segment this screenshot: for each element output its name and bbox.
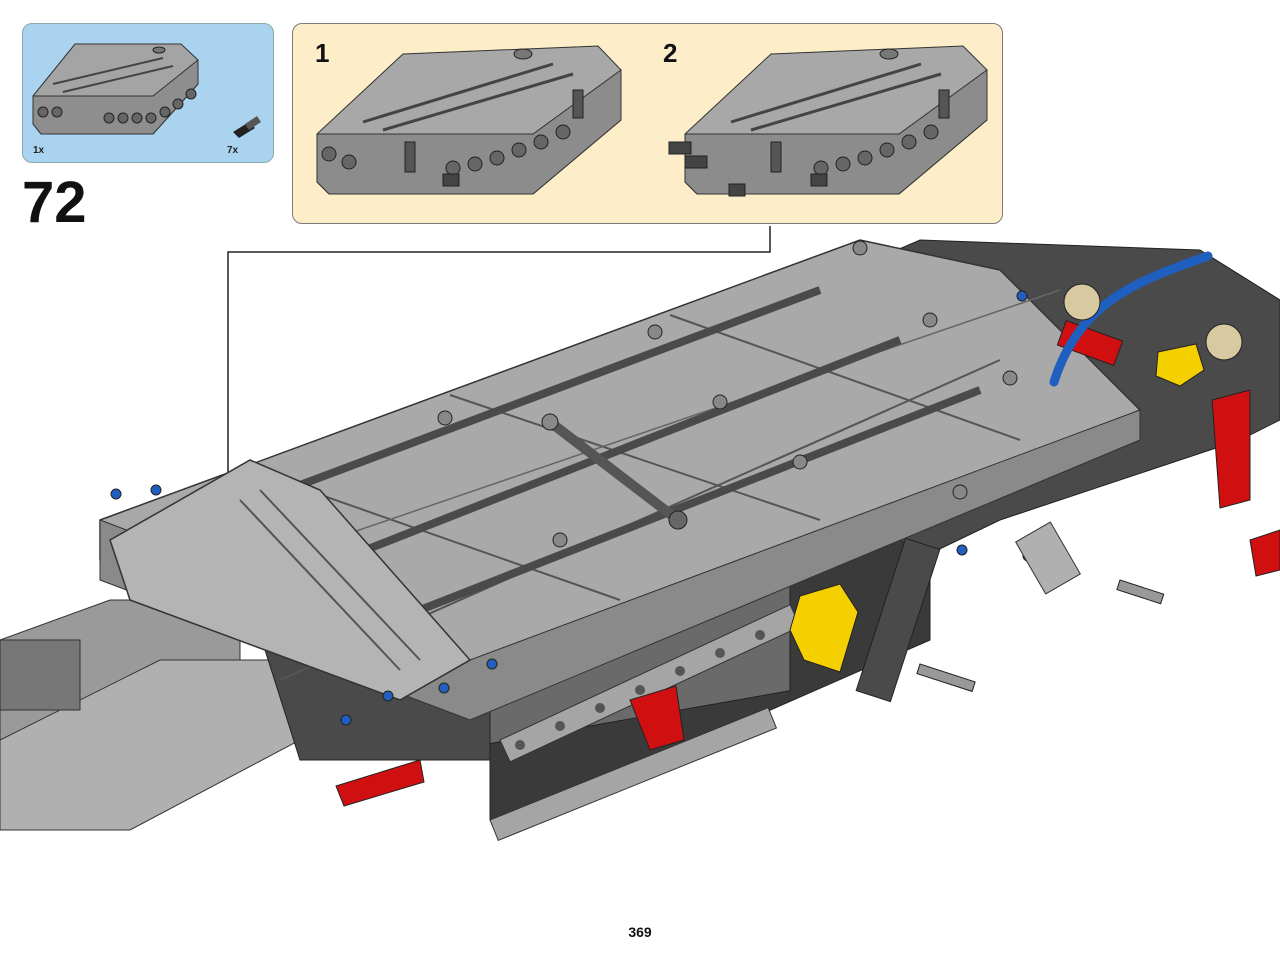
panel-plate-quantity: 1x xyxy=(33,145,45,156)
gears xyxy=(1063,283,1243,361)
yellow-parts xyxy=(789,343,1205,673)
parts-illustration xyxy=(32,43,261,138)
front-chassis-section xyxy=(0,599,301,831)
substep-1-panel xyxy=(316,45,622,195)
parts-list-callout: 1x 7x xyxy=(22,23,274,163)
page-number: 369 xyxy=(628,924,652,940)
panel-plate-icon xyxy=(32,43,199,135)
side-beam xyxy=(489,537,941,842)
substep-callout: 1 2 xyxy=(292,23,1003,224)
axle-pin-quantity: 7x xyxy=(227,145,239,156)
front-panel xyxy=(109,459,472,701)
axles xyxy=(916,521,1165,693)
substep-illustration xyxy=(316,45,988,197)
substep-2-panel xyxy=(668,45,988,197)
step-number: 72 xyxy=(22,170,87,235)
substep-1-number: 1 xyxy=(315,38,330,68)
substep-2-number: 2 xyxy=(663,38,678,68)
axle-pin-icon xyxy=(233,116,261,138)
blue-hose xyxy=(1049,251,1213,387)
link-rod xyxy=(541,413,688,530)
